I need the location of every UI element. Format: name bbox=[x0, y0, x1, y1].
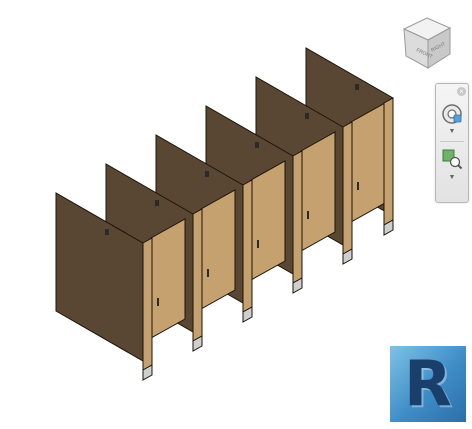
stall-door bbox=[300, 131, 336, 252]
stall-door bbox=[150, 218, 186, 339]
steering-wheel-button[interactable] bbox=[440, 102, 464, 126]
pilaster-shoe bbox=[142, 364, 153, 381]
hinge-bracket bbox=[155, 200, 159, 206]
pilaster-shoe bbox=[242, 306, 253, 323]
hinge-bracket bbox=[105, 229, 109, 235]
pilaster bbox=[383, 97, 394, 226]
door-latch bbox=[207, 269, 209, 277]
door-latch bbox=[257, 240, 259, 248]
close-icon[interactable]: × bbox=[457, 87, 466, 96]
pilaster bbox=[242, 179, 253, 313]
zoom-icon bbox=[442, 149, 463, 170]
viewcube[interactable]: FRONT RIGHT bbox=[398, 14, 456, 72]
revit-logo-icon: R bbox=[390, 346, 466, 422]
viewcube-right-face[interactable] bbox=[427, 27, 451, 69]
pilaster bbox=[342, 121, 353, 255]
pilaster bbox=[192, 208, 203, 342]
revit-logo-letter: R bbox=[404, 347, 452, 420]
stall-door bbox=[250, 160, 286, 281]
stall-door bbox=[350, 102, 386, 223]
pilaster-shoe bbox=[292, 277, 303, 294]
viewcube-icon[interactable]: FRONT RIGHT bbox=[398, 14, 456, 72]
stall-door bbox=[200, 189, 236, 310]
pilaster-shoe bbox=[342, 248, 353, 265]
partition-stalls bbox=[55, 47, 394, 381]
door-latch bbox=[307, 211, 309, 219]
chevron-down-icon[interactable]: ▼ bbox=[448, 128, 456, 135]
door-latch bbox=[157, 298, 159, 306]
pilaster-shoe bbox=[383, 219, 394, 236]
pilaster bbox=[142, 237, 153, 371]
door-latch bbox=[357, 182, 359, 190]
nav-divider bbox=[440, 141, 464, 142]
zoom-button[interactable] bbox=[440, 147, 464, 171]
hinge-bracket bbox=[305, 113, 309, 119]
pilaster bbox=[292, 150, 303, 284]
hinge-bracket bbox=[355, 84, 359, 90]
navigation-bar[interactable]: × ▼ ▼ bbox=[435, 83, 469, 203]
steering-wheel-icon bbox=[442, 104, 462, 124]
pilaster-shoe bbox=[192, 335, 203, 352]
hinge-bracket bbox=[255, 142, 259, 148]
hinge-bracket bbox=[205, 171, 209, 177]
chevron-down-icon[interactable]: ▼ bbox=[448, 174, 456, 181]
